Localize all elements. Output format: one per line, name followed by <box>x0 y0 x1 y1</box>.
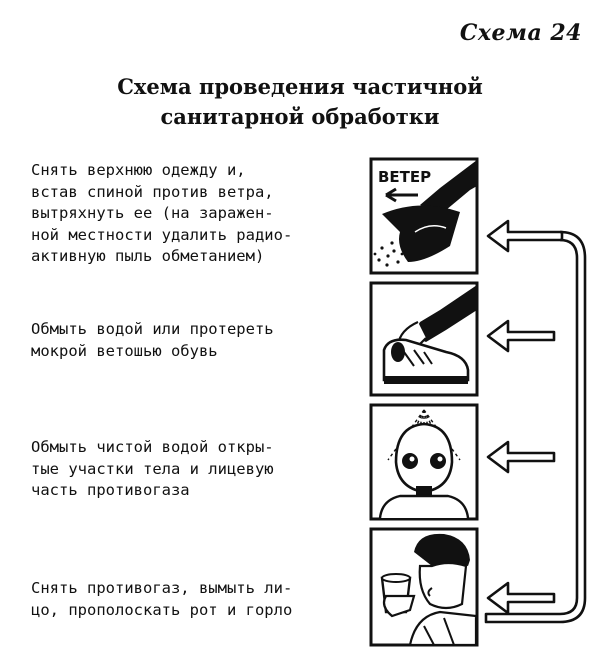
panel-wiping-shoe <box>369 281 479 397</box>
panel-gas-mask <box>369 403 479 521</box>
step-3-text: Обмыть чистой водой откры- тые участки т… <box>31 438 274 499</box>
panel-shaking-clothes: ВЕТЕР <box>369 157 479 275</box>
step-1-text: Снять верхнюю одежду и, встав спиной про… <box>31 161 293 265</box>
clothes-icon <box>373 160 477 267</box>
wind-icon: ВЕТЕР <box>378 168 431 203</box>
title-line-1: Схема проведения частичной <box>117 74 483 99</box>
scheme-number: Схема 24 <box>459 20 582 46</box>
title-line-2: санитарной обработки <box>160 104 440 129</box>
scheme-title: Схема проведения частичной санитарной об… <box>0 72 600 132</box>
gas-mask-icon <box>378 422 470 519</box>
cup-icon <box>380 573 416 618</box>
wind-label: ВЕТЕР <box>378 168 431 186</box>
panel-rinsing <box>369 527 479 647</box>
connector-arrows <box>484 219 587 624</box>
step-4-text: Снять противогаз, вымыть ли- цо, прополо… <box>31 579 293 619</box>
person-icon <box>408 533 478 647</box>
shoe-icon <box>382 338 470 384</box>
step-2-text: Обмыть водой или протереть мокрой ветошь… <box>31 320 274 360</box>
